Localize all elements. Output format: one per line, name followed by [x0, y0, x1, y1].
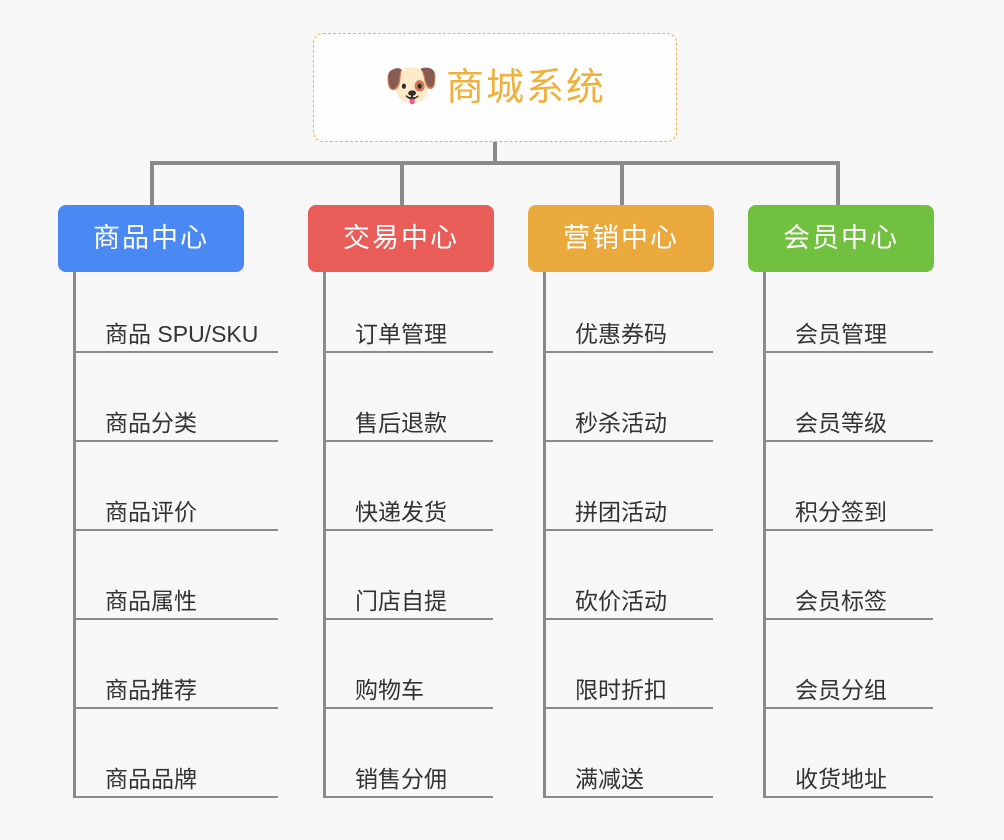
branch-distribution-bar: [150, 161, 838, 165]
leaf-item[interactable]: 满减送: [543, 736, 713, 798]
leaf-item-label: 快递发货: [355, 498, 447, 525]
branch-node-label: 交易中心: [343, 223, 459, 253]
branch-node-2[interactable]: 交易中心: [308, 205, 494, 272]
leaf-item-label: 优惠券码: [575, 320, 667, 347]
leaf-item[interactable]: 限时折扣: [543, 647, 713, 709]
leaf-item[interactable]: 销售分佣: [323, 736, 493, 798]
leaf-item[interactable]: 商品属性: [73, 558, 278, 620]
leaf-item[interactable]: 收货地址: [763, 736, 933, 798]
leaf-item[interactable]: 商品分类: [73, 380, 278, 442]
leaf-item[interactable]: 拼团活动: [543, 469, 713, 531]
leaf-item[interactable]: 门店自提: [323, 558, 493, 620]
leaf-item-label: 售后退款: [355, 409, 447, 436]
root-node[interactable]: 🐶 商城系统: [313, 33, 677, 142]
leaf-item[interactable]: 商品推荐: [73, 647, 278, 709]
branch-node-4[interactable]: 会员中心: [748, 205, 934, 272]
branch-node-label: 营销中心: [563, 223, 679, 253]
leaf-item-label: 门店自提: [355, 587, 447, 614]
leaf-item-label: 限时折扣: [575, 676, 667, 703]
leaf-item[interactable]: 售后退款: [323, 380, 493, 442]
leaf-item-label: 商品属性: [105, 587, 197, 614]
leaf-item[interactable]: 砍价活动: [543, 558, 713, 620]
leaf-item-label: 积分签到: [795, 498, 887, 525]
leaf-item-label: 商品推荐: [105, 676, 197, 703]
leaf-item-label: 会员等级: [795, 409, 887, 436]
leaf-item-label: 收货地址: [795, 765, 887, 792]
leaf-item[interactable]: 快递发货: [323, 469, 493, 531]
branch-spine-2: [323, 272, 326, 798]
leaf-item-label: 商品 SPU/SKU: [105, 320, 259, 347]
leaf-item-label: 购物车: [355, 676, 424, 703]
branch-node-label: 会员中心: [783, 223, 899, 253]
root-connector-stub: [493, 142, 497, 164]
leaf-item[interactable]: 积分签到: [763, 469, 933, 531]
leaf-item[interactable]: 商品品牌: [73, 736, 278, 798]
leaf-item-label: 会员分组: [795, 676, 887, 703]
leaf-item[interactable]: 商品评价: [73, 469, 278, 531]
root-title: 商城系统: [445, 66, 606, 109]
shiba-dog-face-icon: 🐶: [383, 60, 439, 110]
leaf-item[interactable]: 秒杀活动: [543, 380, 713, 442]
leaf-item-label: 商品分类: [105, 409, 197, 436]
leaf-item-label: 砍价活动: [575, 587, 667, 614]
leaf-item-label: 订单管理: [355, 320, 447, 347]
leaf-item-label: 销售分佣: [355, 765, 447, 792]
leaf-item[interactable]: 会员标签: [763, 558, 933, 620]
leaf-item-label: 商品评价: [105, 498, 197, 525]
branch-drop-line-2: [400, 161, 404, 207]
branch-drop-line-4: [836, 161, 840, 207]
leaf-item[interactable]: 会员分组: [763, 647, 933, 709]
branch-node-1[interactable]: 商品中心: [58, 205, 244, 272]
leaf-item-label: 会员管理: [795, 320, 887, 347]
leaf-item[interactable]: 商品 SPU/SKU: [73, 291, 278, 353]
leaf-item[interactable]: 优惠券码: [543, 291, 713, 353]
leaf-item[interactable]: 会员等级: [763, 380, 933, 442]
leaf-item-label: 秒杀活动: [575, 409, 667, 436]
branch-spine-1: [73, 272, 76, 798]
branch-node-3[interactable]: 营销中心: [528, 205, 714, 272]
leaf-item-label: 会员标签: [795, 587, 887, 614]
leaf-item-label: 商品品牌: [105, 765, 197, 792]
leaf-item-label: 满减送: [575, 765, 644, 792]
branch-spine-3: [543, 272, 546, 798]
leaf-item-label: 拼团活动: [575, 498, 667, 525]
branch-drop-line-3: [620, 161, 624, 207]
leaf-item[interactable]: 会员管理: [763, 291, 933, 353]
leaf-item[interactable]: 购物车: [323, 647, 493, 709]
branch-node-label: 商品中心: [93, 223, 209, 253]
branch-spine-4: [763, 272, 766, 798]
leaf-item[interactable]: 订单管理: [323, 291, 493, 353]
branch-drop-line-1: [150, 161, 154, 207]
